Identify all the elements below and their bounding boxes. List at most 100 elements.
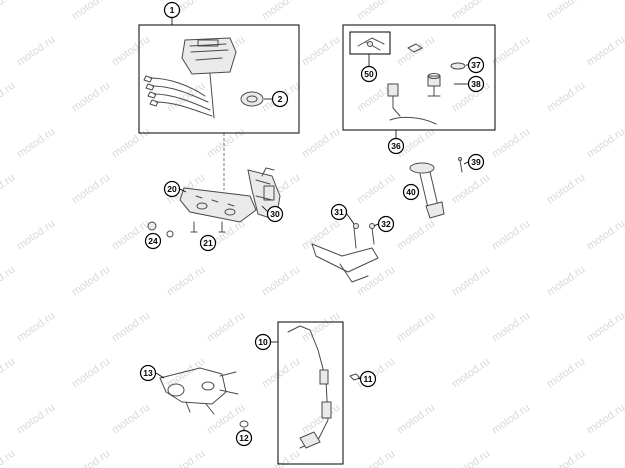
cap-37-part — [450, 62, 466, 70]
watermark-text: motod.ru — [490, 402, 532, 437]
callout-30: 30 — [266, 205, 284, 223]
watermark-text: motod.ru — [490, 310, 532, 345]
watermark-text: motod.ru — [70, 356, 112, 391]
watermark-text: motod.ru — [15, 34, 57, 69]
watermark-text: motod.ru — [545, 356, 587, 391]
callout-21: 21 — [199, 234, 217, 252]
throttle-assembly — [159, 367, 239, 415]
watermark-text: motod.ru — [490, 34, 532, 69]
brace-assembly — [311, 223, 379, 283]
watermark-text: motod.ru — [110, 310, 152, 345]
watermark-text: motod.ru — [0, 264, 17, 299]
watermark-text: motod.ru — [70, 172, 112, 207]
svg-text:50: 50 — [364, 69, 374, 79]
watermark-text: motod.ru — [165, 448, 207, 468]
dashboard-group-box — [138, 24, 300, 134]
watermark-text: motod.ru — [585, 218, 625, 253]
cable-group-box — [277, 321, 344, 465]
watermark-text: motod.ru — [450, 172, 492, 207]
watermark-text: motod.ru — [585, 310, 625, 345]
watermark-text: motod.ru — [395, 402, 437, 437]
pin-39-part — [458, 157, 463, 173]
ring-12-part — [239, 420, 249, 428]
watermark-text: motod.ru — [165, 264, 207, 299]
bracket-2-part — [240, 91, 264, 107]
watermark-text: motod.ru — [545, 172, 587, 207]
watermark-text: motod.ru — [395, 310, 437, 345]
leader-32 — [373, 223, 379, 227]
lever-40-part — [409, 162, 445, 219]
callout-31: 31 — [330, 203, 348, 221]
watermark-text: motod.ru — [585, 34, 625, 69]
watermark-text: motod.ru — [15, 310, 57, 345]
watermark-text: motod.ru — [585, 402, 625, 437]
watermark-text: motod.ru — [545, 80, 587, 115]
callout-50: 50 — [360, 65, 378, 83]
watermark-text: motod.ru — [490, 126, 532, 161]
svg-text:36: 36 — [391, 141, 401, 151]
watermark-text: motod.ru — [205, 310, 247, 345]
svg-text:24: 24 — [148, 236, 158, 246]
svg-text:40: 40 — [406, 187, 416, 197]
svg-text:20: 20 — [167, 184, 177, 194]
watermark-text: motod.ru — [260, 264, 302, 299]
watermark-text: motod.ru — [545, 264, 587, 299]
watermark-text: motod.ru — [545, 448, 587, 468]
callout-1: 1 — [163, 1, 181, 19]
watermark-text: motod.ru — [260, 448, 302, 468]
watermark-text: motod.ru — [0, 172, 17, 207]
watermark-text: motod.ru — [15, 218, 57, 253]
watermark-text: motod.ru — [110, 34, 152, 69]
watermark-text: motod.ru — [300, 34, 342, 69]
switch-group-box — [342, 24, 496, 131]
watermark-text: motod.ru — [70, 264, 112, 299]
watermark-text: motod.ru — [585, 126, 625, 161]
watermark-text: motod.ru — [355, 172, 397, 207]
callout-20: 20 — [163, 180, 181, 198]
watermark-text: motod.ru — [70, 80, 112, 115]
leader-11 — [357, 377, 361, 380]
leader-13 — [155, 372, 165, 379]
svg-text:39: 39 — [471, 157, 481, 167]
watermark-text: motod.ru — [300, 126, 342, 161]
svg-text:1: 1 — [170, 5, 175, 15]
callout-2: 2 — [271, 90, 289, 108]
watermark-text: motod.ru — [15, 126, 57, 161]
svg-text:12: 12 — [239, 433, 249, 443]
nut-24-part — [147, 221, 174, 238]
watermark-text: motod.ru — [0, 448, 17, 468]
svg-text:38: 38 — [471, 79, 481, 89]
svg-text:37: 37 — [471, 60, 481, 70]
watermark-text: motod.ru — [0, 0, 17, 22]
callout-36: 36 — [387, 137, 405, 155]
leader-20 — [179, 188, 187, 193]
leader-31 — [346, 213, 355, 225]
svg-text:30: 30 — [270, 209, 280, 219]
svg-text:10: 10 — [258, 337, 268, 347]
watermark-text: motod.ru — [355, 264, 397, 299]
watermark-text: motod.ru — [110, 126, 152, 161]
watermark-text: motod.ru — [15, 402, 57, 437]
watermark-text: motod.ru — [395, 218, 437, 253]
svg-text:31: 31 — [334, 207, 344, 217]
watermark-text: motod.ru — [355, 356, 397, 391]
svg-text:21: 21 — [203, 238, 213, 248]
watermark-text: motod.ru — [450, 448, 492, 468]
watermark-text: motod.ru — [450, 0, 492, 22]
subgroup-50-box — [349, 31, 391, 55]
watermark-text: motod.ru — [355, 448, 397, 468]
svg-text:32: 32 — [381, 219, 391, 229]
svg-text:13: 13 — [143, 368, 153, 378]
bolt-21-part — [190, 221, 226, 233]
watermark-text: motod.ru — [0, 356, 17, 391]
watermark-text: motod.ru — [355, 0, 397, 22]
watermark-text: motod.ru — [300, 402, 342, 437]
switch-assembly — [387, 43, 441, 125]
callout-32: 32 — [377, 215, 395, 233]
callout-12: 12 — [235, 429, 253, 447]
callout-24: 24 — [144, 232, 162, 250]
dashboard-assembly — [143, 37, 237, 119]
callout-10: 10 — [254, 333, 272, 351]
